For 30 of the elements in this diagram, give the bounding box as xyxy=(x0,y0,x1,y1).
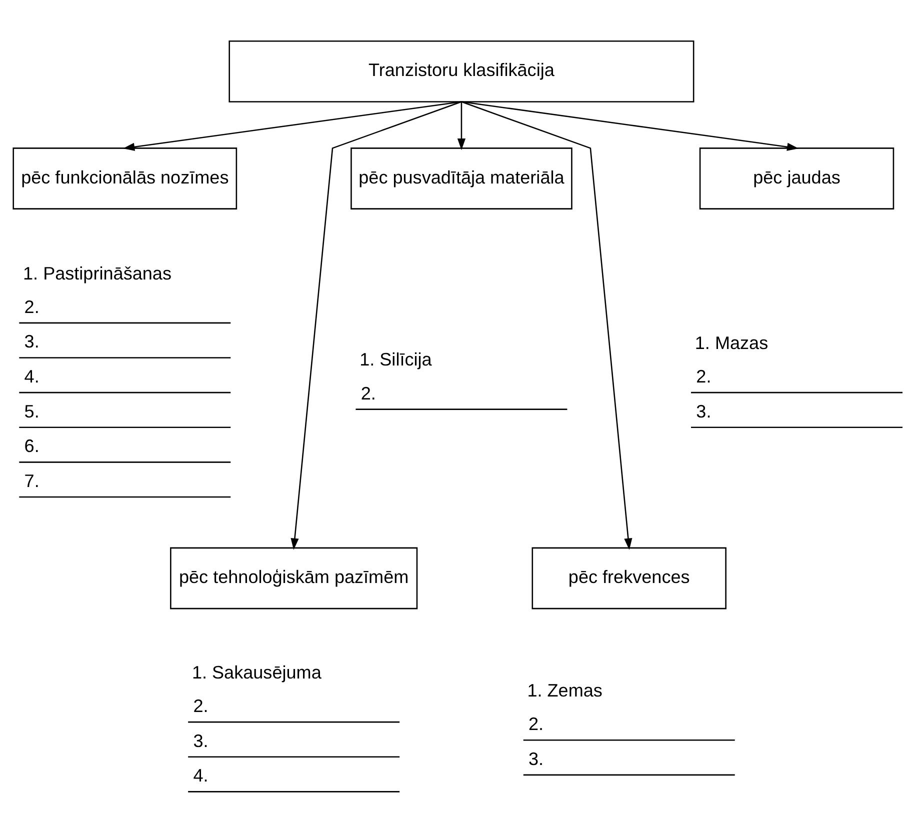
node-label: 6. xyxy=(24,436,40,456)
node-label: 2. xyxy=(528,714,544,734)
node-label: 3. xyxy=(193,730,208,751)
node-label: 4. xyxy=(193,766,208,786)
node-box: pēc jaudas xyxy=(699,148,894,210)
arrow xyxy=(461,101,632,550)
node-label: 1. Sakausējuma xyxy=(192,662,322,682)
arrow xyxy=(290,101,462,550)
node-label: 7. xyxy=(24,470,40,491)
node-box: pēc tehnoloģiskām pazīmēm xyxy=(170,547,418,610)
node-label: 1. Silīcija xyxy=(360,350,432,370)
node-label: 2. xyxy=(696,366,712,387)
arrow xyxy=(461,101,799,151)
node-label: 3. xyxy=(696,401,712,422)
node-label: 2. xyxy=(360,383,376,404)
node-box: pēc frekvences xyxy=(532,547,726,610)
node-label: 1. Zemas xyxy=(527,680,602,701)
node-box: Tranzistoru klasifikācija xyxy=(228,40,694,102)
node-label: 4. xyxy=(24,366,40,387)
node-box: pēc funkcionālās nozīmes xyxy=(12,148,238,210)
node-label: 3. xyxy=(24,332,40,352)
arrow xyxy=(122,101,462,151)
node-label: 5. xyxy=(24,401,40,422)
node-label: 1. Mazas xyxy=(694,332,768,353)
node-box: pēc pusvadītāja materiāla xyxy=(350,148,572,210)
node-label: 2. xyxy=(24,296,40,317)
node-label: 1. Pastiprināšanas xyxy=(23,263,172,284)
node-label: 3. xyxy=(528,748,544,769)
arrow xyxy=(457,102,466,150)
node-label: 2. xyxy=(193,696,208,716)
